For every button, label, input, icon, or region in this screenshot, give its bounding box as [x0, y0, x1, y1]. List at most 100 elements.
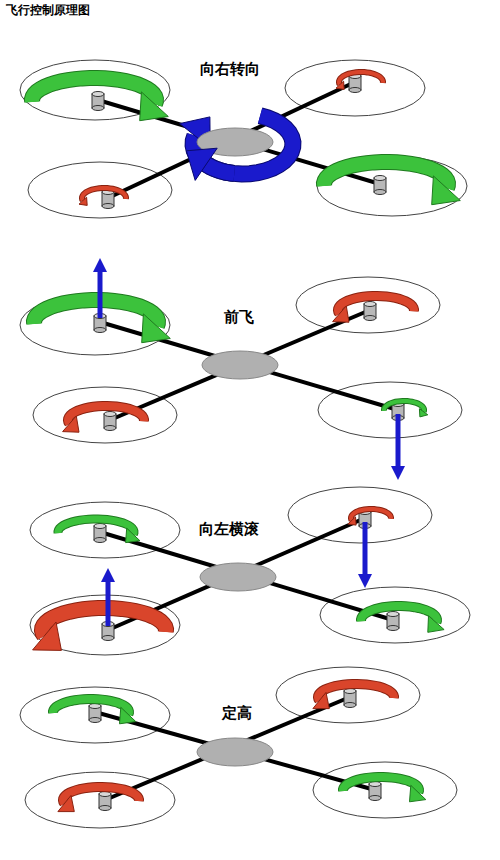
counter-rotor-arrow [68, 406, 144, 424]
motor [102, 636, 114, 641]
rotor-disk [33, 387, 177, 443]
counter-rotor-arrow [339, 72, 383, 85]
counter-rotor-arrow-head [333, 306, 349, 322]
counter-rotor-arrow-head [336, 81, 344, 89]
counter-rotor-arrow [82, 188, 126, 201]
motor [99, 806, 111, 811]
motor [94, 538, 106, 543]
counter-rotor-arrow-head [33, 622, 62, 650]
rotor-disk [320, 587, 470, 643]
rotor-disk [20, 60, 170, 120]
motor [344, 703, 356, 708]
counter-rotor-arrow [318, 684, 394, 701]
clockwise-rotor-arrow [34, 300, 158, 326]
motor [94, 328, 106, 333]
frame-arm [95, 712, 375, 790]
clockwise-rotor-arrow-head [142, 314, 171, 343]
rotor-disk [317, 156, 467, 216]
counter-rotor-arrow-head [348, 517, 356, 525]
counter-rotor-arrow [42, 608, 166, 636]
counter-rotor-arrow-head [63, 416, 79, 432]
clockwise-rotor-arrow [34, 300, 158, 326]
rotor-disk [276, 667, 420, 723]
clockwise-rotor-arrow [58, 519, 134, 535]
clockwise-rotor-arrow [384, 401, 424, 412]
counter-rotor-arrow [82, 188, 126, 201]
yaw-arrow-head [186, 148, 217, 180]
rotor-disk [28, 162, 172, 218]
clockwise-rotor-arrow [324, 162, 448, 188]
motor [364, 302, 376, 307]
rotor-disk [30, 595, 180, 655]
motor [94, 524, 106, 529]
clockwise-rotor-arrow-head [126, 528, 140, 542]
thrust-arrow-head [358, 574, 372, 588]
motor [89, 718, 101, 723]
thrust-arrow [396, 414, 401, 466]
clockwise-rotor-arrow-head [410, 785, 426, 802]
frame-arm [105, 697, 350, 800]
rotor-disk [288, 487, 432, 543]
thrust-arrow [363, 522, 368, 574]
counter-rotor-arrow [351, 509, 391, 520]
counter-rotor-arrow [318, 684, 394, 701]
counter-rotor-arrow [68, 406, 144, 424]
counter-rotor-arrow [42, 608, 166, 636]
clockwise-rotor-arrow-head [432, 176, 461, 205]
clockwise-rotor-arrow-head [140, 92, 169, 121]
rotor-disk [318, 382, 462, 438]
motor [104, 412, 116, 417]
clockwise-rotor-arrow-head [419, 409, 427, 417]
counter-rotor-arrow-head [313, 692, 329, 708]
center-body [197, 738, 273, 766]
maneuver-label: 前飞 [222, 308, 256, 327]
clockwise-rotor-arrow [58, 519, 134, 535]
rotor-disk [20, 687, 170, 743]
rotor-disk [20, 295, 170, 355]
clockwise-rotor-arrow [343, 777, 419, 793]
motor [387, 612, 399, 617]
thrust-arrow [106, 582, 111, 626]
clockwise-rotor-arrow [53, 699, 129, 715]
rotor-disk [285, 60, 425, 116]
counter-rotor-arrow [351, 509, 391, 520]
yaw-arrow [206, 164, 234, 173]
center-body [202, 351, 278, 379]
motor [92, 92, 104, 97]
counter-rotor-arrow [339, 72, 383, 85]
counter-rotor-arrow [63, 787, 139, 804]
motor [349, 88, 361, 93]
clockwise-rotor-arrow-head [120, 707, 136, 724]
maneuver-label: 定高 [220, 704, 254, 723]
diagram-title: 飞行控制原理图 [6, 2, 90, 19]
thrust-arrow-head [391, 466, 405, 480]
clockwise-rotor-arrow [361, 606, 437, 623]
motor [369, 796, 381, 801]
counter-rotor-arrow [338, 296, 414, 314]
clockwise-rotor-arrow [361, 606, 437, 623]
motor [102, 204, 114, 209]
clockwise-rotor-arrow-head [428, 616, 444, 633]
counter-rotor-arrow [338, 296, 414, 314]
clockwise-rotor-arrow [343, 777, 419, 793]
counter-rotor-arrow [63, 787, 139, 804]
counter-rotor-arrow-head [58, 795, 74, 811]
thrust-arrow [98, 272, 103, 318]
clockwise-rotor-arrow [324, 162, 448, 188]
clockwise-rotor-arrow [32, 78, 156, 104]
yaw-arrow [206, 164, 234, 173]
counter-rotor-arrow-head [79, 197, 87, 205]
clockwise-rotor-arrow [32, 78, 156, 104]
motor [374, 176, 386, 181]
thrust-arrow-head [93, 258, 107, 272]
motor [374, 190, 386, 195]
center-body [200, 563, 276, 591]
motor [387, 626, 399, 631]
motor [364, 316, 376, 321]
thrust-arrow-head [101, 568, 115, 582]
motor [104, 426, 116, 431]
motor [92, 106, 104, 111]
maneuver-label: 向左横滚 [197, 520, 261, 539]
rotor-disk [313, 762, 457, 818]
